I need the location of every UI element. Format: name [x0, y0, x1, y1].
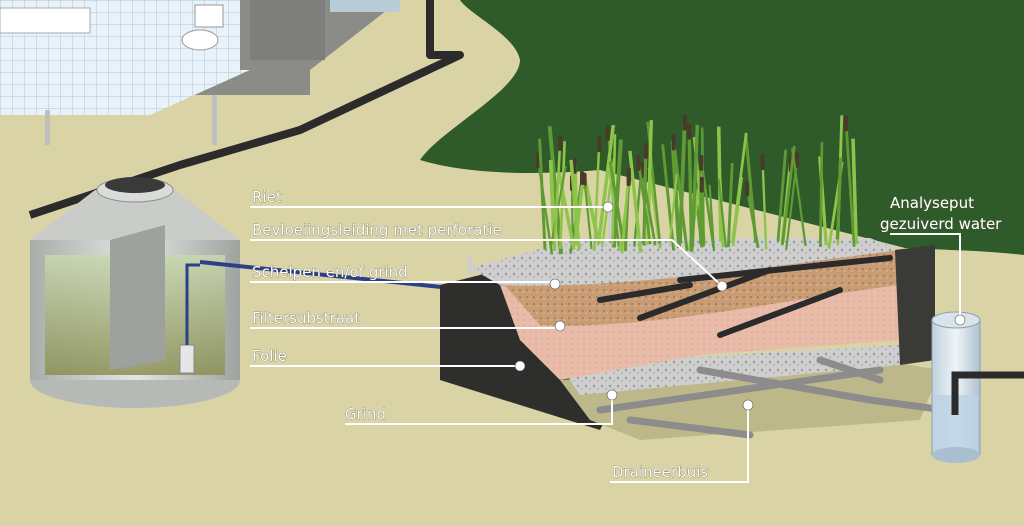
reed-stem: [553, 140, 562, 251]
reed-head: [558, 135, 563, 152]
reed-stem: [844, 121, 856, 247]
irrigation-pipes: [597, 255, 893, 338]
reed-head: [699, 176, 704, 193]
label-draineerbuis: Draineerbuis: [612, 463, 708, 481]
house-drain-pipe: [28, 0, 464, 219]
reed-stem: [661, 144, 675, 251]
reed-head: [572, 157, 577, 174]
feed-pipe: [199, 260, 471, 292]
reed-head: [843, 115, 848, 132]
reed-head: [795, 151, 800, 168]
reed-stem: [583, 185, 593, 250]
reed-stem: [672, 140, 689, 252]
leader-lines: [250, 201, 966, 483]
reed-head: [597, 136, 602, 153]
reed-head: [626, 170, 631, 187]
reed-head: [687, 123, 692, 140]
reed-stem: [677, 120, 687, 244]
reed-stem: [668, 173, 678, 243]
analysis-well: [931, 311, 1024, 463]
reed-stem: [731, 132, 748, 243]
label-grind: Grind: [345, 405, 386, 423]
reed-head: [682, 114, 687, 131]
reed-head: [535, 152, 540, 169]
reed-head: [744, 180, 749, 197]
label-analyseput: Analyseput: [890, 194, 974, 212]
reed-head: [605, 125, 610, 142]
reed-stem: [690, 124, 700, 248]
wetland-bed: [440, 190, 940, 440]
reed-stem: [708, 184, 716, 252]
reed-stem: [611, 139, 623, 248]
reed-stem: [557, 172, 576, 250]
reed-head: [643, 142, 648, 159]
reed-stem: [819, 142, 824, 247]
reed-head: [671, 134, 676, 151]
grass-area: [420, 0, 1024, 255]
reed-head: [699, 154, 704, 171]
reed-stem: [726, 163, 734, 248]
reed-stem: [851, 138, 859, 245]
label-bevloeiingsleiding: Bevloeiingsleiding met perforatie: [252, 221, 502, 239]
reed-stem: [835, 157, 843, 240]
reed-plants: [535, 114, 859, 255]
reed-stem: [646, 121, 662, 244]
reed-stem: [776, 149, 788, 242]
reed-stem: [628, 150, 643, 253]
reed-stem: [717, 179, 728, 248]
reed-head: [582, 172, 587, 189]
label-schelpen: Schelpen en/of grind: [252, 263, 408, 281]
reed-head: [636, 155, 641, 172]
label-riet: Riet: [252, 188, 282, 206]
label-gezuiverd-water: gezuiverd water: [880, 215, 1002, 233]
label-folie: Folie: [252, 347, 287, 365]
label-filtersubstraat: Filtersubstraat: [252, 309, 360, 327]
reed-head: [760, 154, 765, 171]
reed-stem: [538, 138, 547, 250]
house: [0, 0, 400, 145]
reed-stem: [596, 124, 616, 245]
reed-stem: [791, 147, 807, 247]
